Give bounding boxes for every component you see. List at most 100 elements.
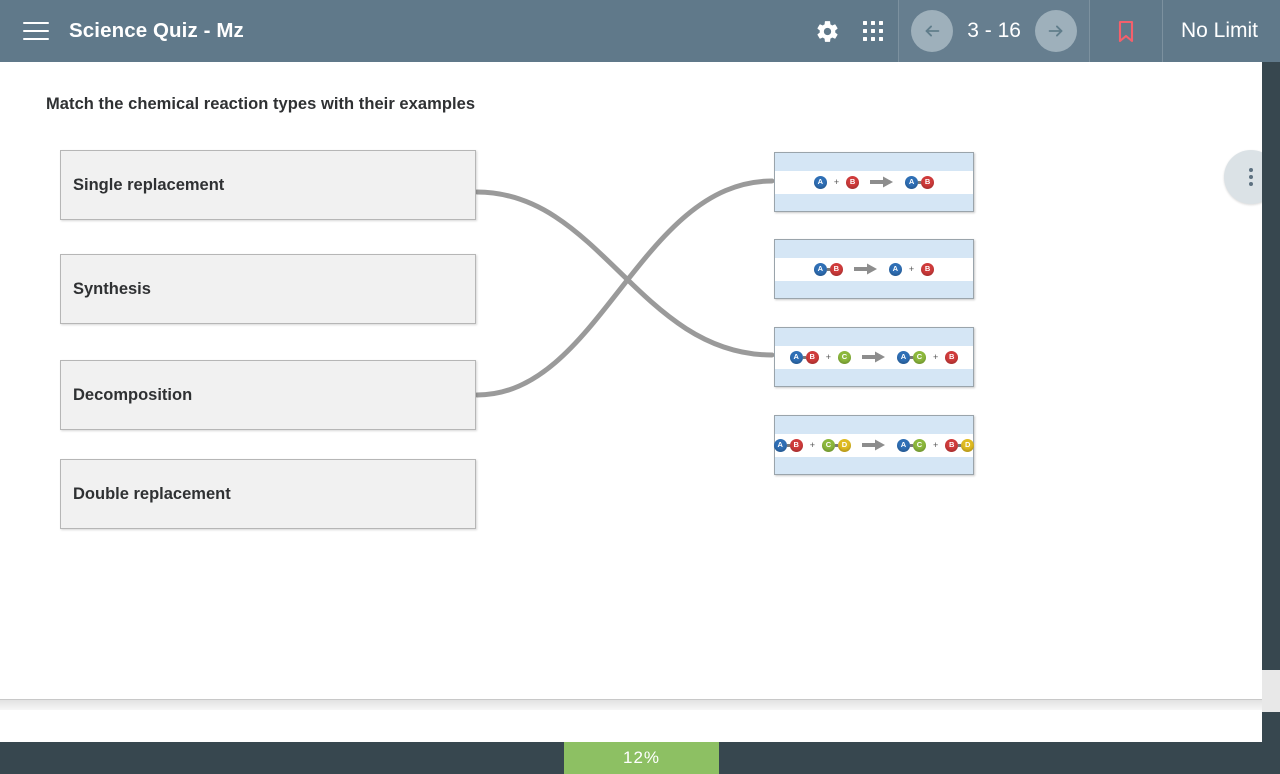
atom-a: A: [897, 438, 910, 452]
atom-b: B: [945, 438, 959, 452]
atom-c: C: [913, 438, 926, 452]
header-divider: [898, 0, 900, 62]
hamburger-icon[interactable]: [23, 22, 49, 40]
atom-a: A: [773, 438, 787, 452]
dot: [1249, 168, 1253, 172]
atom-b: B: [789, 438, 803, 452]
question-nav: 3 - 16: [899, 0, 1089, 62]
dot: [1249, 182, 1253, 186]
molecule: B: [945, 350, 959, 364]
molecule: A: [813, 175, 827, 189]
gear-icon[interactable]: [815, 19, 840, 44]
prev-question-button[interactable]: [911, 10, 954, 52]
atom-b: B: [846, 175, 860, 189]
atom-b: B: [921, 262, 935, 276]
molecule: B: [921, 262, 935, 276]
hamburger-bar: [23, 22, 49, 24]
connector-line: [474, 189, 775, 358]
match-option-decomposition[interactable]: Decomposition: [60, 360, 476, 430]
reaction-arrow-icon: [862, 439, 886, 451]
horizontal-scrollbar[interactable]: [0, 699, 1262, 710]
atom-b: B: [829, 262, 843, 276]
match-option-label: Decomposition: [73, 385, 193, 404]
plus-sign: +: [908, 263, 915, 274]
reaction-arrow-icon: [870, 176, 894, 188]
match-option-label: Synthesis: [73, 279, 151, 298]
match-option-single-replacement[interactable]: Single replacement: [60, 150, 476, 220]
hamburger-bar: [23, 38, 49, 40]
chemical-bond: [835, 443, 838, 447]
atom-a: A: [888, 262, 902, 276]
question-prompt: Match the chemical reaction types with t…: [46, 95, 476, 113]
atom-a: A: [897, 350, 910, 364]
reaction-arrow-icon: [862, 351, 886, 363]
equation-side: A + B: [813, 175, 860, 189]
grid-icon[interactable]: [862, 20, 884, 42]
bookmark-button[interactable]: [1090, 0, 1162, 62]
molecule: A: [888, 262, 902, 276]
atom-d: D: [961, 438, 975, 452]
question-counter: 3 - 16: [967, 19, 1021, 42]
molecule: C: [838, 350, 851, 364]
atom-b: B: [945, 350, 959, 364]
scrollbar-track[interactable]: [1262, 670, 1280, 712]
atom-c: C: [822, 438, 835, 452]
plus-sign: +: [809, 439, 815, 450]
atom-c: C: [913, 350, 926, 364]
progress-label: 12%: [622, 748, 661, 767]
atom-d: D: [838, 438, 851, 452]
match-option-synthesis[interactable]: Synthesis: [60, 254, 476, 324]
plus-sign: +: [825, 351, 831, 362]
plus-sign: +: [833, 176, 840, 187]
time-limit-label: No Limit: [1180, 19, 1258, 42]
header-right-group: 3 - 16 No Limit: [815, 0, 1280, 62]
atom-b: B: [921, 175, 935, 189]
chemical-bond: [826, 267, 830, 271]
match-option-double-replacement[interactable]: Double replacement: [60, 459, 476, 529]
header-divider: [1088, 0, 1090, 62]
plus-sign: +: [933, 351, 939, 362]
dot: [1249, 175, 1253, 179]
page-title: Science Quiz - Mz: [69, 19, 244, 42]
vertical-scrollbar[interactable]: [1262, 62, 1280, 774]
match-option-label: Single replacement: [73, 175, 225, 194]
app-header: Science Quiz - Mz: [0, 0, 1280, 62]
chemical-bond: [958, 443, 962, 447]
chemical-bond: [786, 443, 790, 447]
atom-a: A: [789, 350, 803, 364]
atom-c: C: [838, 350, 851, 364]
atom-a: A: [905, 175, 919, 189]
atom-a: A: [813, 175, 827, 189]
reaction-arrow-icon: [853, 263, 878, 275]
next-question-button[interactable]: [1034, 10, 1077, 52]
scrollbar-thumb[interactable]: [1262, 62, 1280, 670]
progress-fill: 12%: [564, 742, 719, 774]
plus-sign: +: [933, 439, 939, 450]
hamburger-bar: [23, 30, 49, 32]
connector-line: [474, 178, 775, 398]
more-vertical-icon[interactable]: [1224, 150, 1262, 204]
atom-a: A: [813, 262, 827, 276]
equation-side: A + B: [888, 262, 935, 276]
